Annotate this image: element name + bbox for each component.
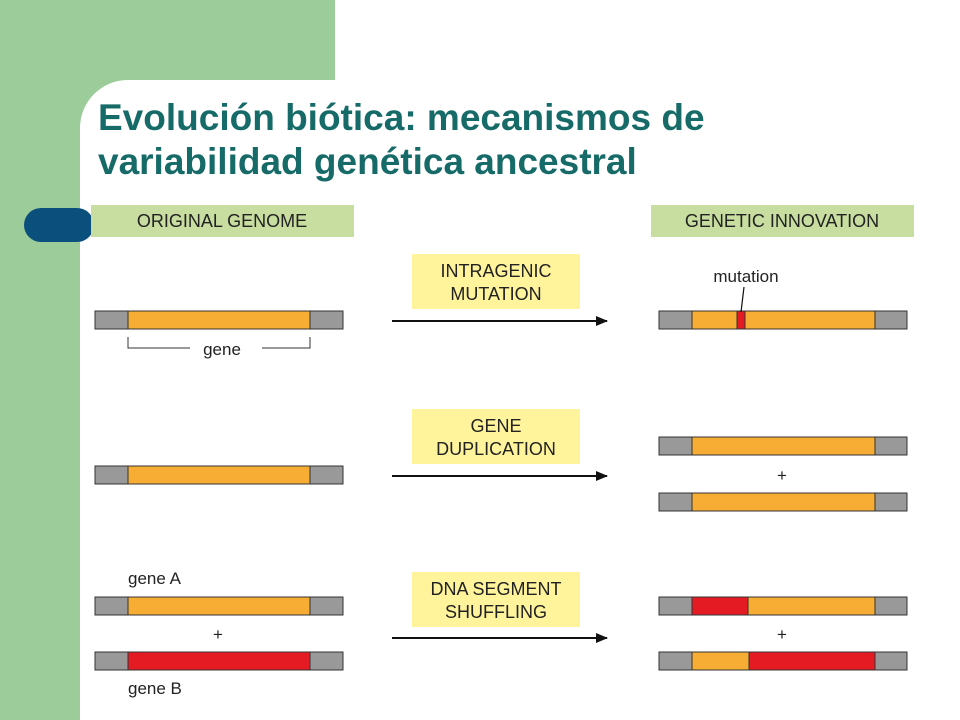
mechanism-box-intragenic: INTRAGENIC MUTATION bbox=[412, 254, 580, 309]
header-genetic-innovation: GENETIC INNOVATION bbox=[651, 205, 914, 237]
mechanism-1-line-2: MUTATION bbox=[450, 284, 541, 304]
plus-sign-duplication: + bbox=[777, 466, 787, 485]
gene-a-label: gene A bbox=[128, 569, 182, 588]
mechanism-3-line-1: DNA SEGMENT bbox=[430, 579, 561, 599]
header-original-label: ORIGINAL GENOME bbox=[137, 211, 307, 231]
chromosome-original-2 bbox=[94, 465, 344, 485]
row-intragenic-mutation: gene INTRAGENIC MUTATION mutation bbox=[94, 254, 908, 359]
gene-bracket: gene bbox=[127, 337, 311, 359]
chromosome-gene-a bbox=[94, 596, 344, 616]
row-dna-shuffling: gene A + gene B DNA SEGMENT SHUFFLING bbox=[94, 569, 908, 698]
row-gene-duplication: GENE DUPLICATION + bbox=[94, 409, 908, 512]
mutation-site bbox=[736, 310, 746, 330]
header-original-genome: ORIGINAL GENOME bbox=[91, 205, 354, 237]
title-line-2: variabilidad genética ancestral bbox=[98, 141, 637, 182]
header-innovation-label: GENETIC INNOVATION bbox=[685, 211, 879, 231]
chromosome-original-1 bbox=[94, 310, 344, 330]
mutation-label: mutation bbox=[713, 267, 778, 286]
plus-sign-original: + bbox=[213, 625, 223, 644]
mechanism-3-line-2: SHUFFLING bbox=[445, 602, 547, 622]
gene-b-label: gene B bbox=[128, 679, 182, 698]
chromosome-shuffled-top bbox=[658, 596, 908, 616]
chromosome-duplicate-bottom bbox=[658, 492, 908, 512]
chromosome-gene-b bbox=[94, 651, 344, 671]
mechanism-1-line-1: INTRAGENIC bbox=[440, 261, 551, 281]
mechanism-box-duplication: GENE DUPLICATION bbox=[412, 409, 580, 464]
mutation-pointer bbox=[740, 286, 745, 313]
chromosome-duplicate-top bbox=[658, 436, 908, 456]
plus-sign-shuffled: + bbox=[777, 625, 787, 644]
gene-label: gene bbox=[203, 340, 241, 359]
mechanism-2-line-1: GENE bbox=[470, 416, 521, 436]
slide-title: Evolución biótica: mecanismos de variabi… bbox=[98, 96, 938, 184]
chromosome-shuffled-bottom bbox=[658, 651, 908, 671]
mechanism-2-line-2: DUPLICATION bbox=[436, 439, 556, 459]
blue-tab-decoration bbox=[24, 208, 94, 242]
chromosome-mutated bbox=[658, 310, 908, 330]
mechanism-box-shuffling: DNA SEGMENT SHUFFLING bbox=[412, 572, 580, 627]
title-line-1: Evolución biótica: mecanismos de bbox=[98, 97, 705, 138]
